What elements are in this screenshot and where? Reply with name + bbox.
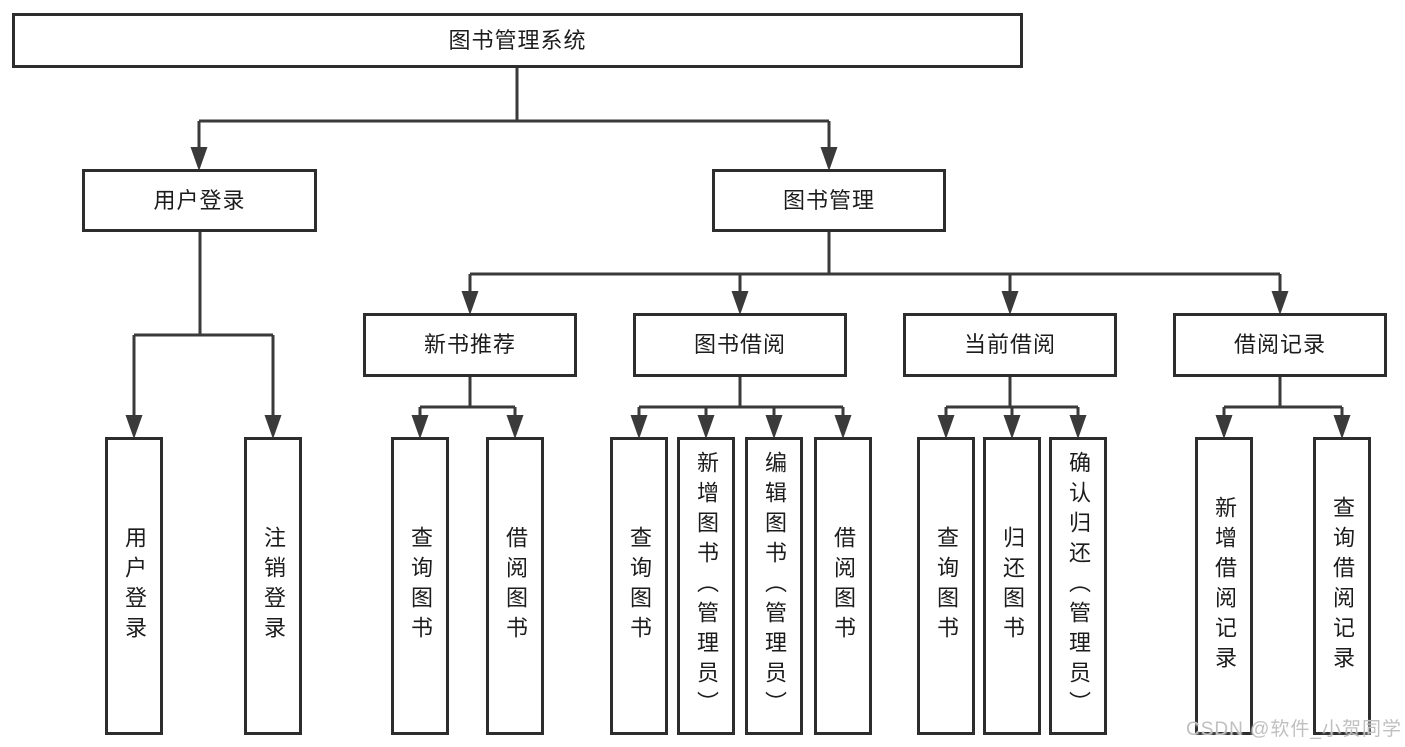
node-label: 借阅记录 — [1233, 332, 1326, 357]
node-user-login: 用户登录 — [82, 169, 317, 232]
node-borrow-records: 借阅记录 — [1173, 313, 1387, 377]
node-label: 用户登录 — [153, 187, 246, 213]
node-label: 借阅图书 — [831, 526, 856, 646]
node-label: 图书管理系统 — [448, 27, 587, 53]
node-bb-query-books: 查询图书 — [610, 437, 668, 735]
node-cb-query-books: 查询图书 — [917, 437, 975, 735]
node-library-management-system: 图书管理系统 — [12, 13, 1023, 68]
node-leaf-logout: 注销登录 — [244, 437, 302, 735]
csdn-watermark: CSDN @软件_小贺同学 — [1186, 719, 1402, 740]
node-label: 图书借阅 — [693, 332, 786, 357]
node-br-query-record: 查询借阅记录 — [1313, 437, 1371, 735]
connector-user-login — [132, 232, 275, 417]
node-book-management: 图书管理 — [712, 169, 946, 232]
node-nbr-borrow-books: 借阅图书 — [486, 437, 544, 735]
connector-book-borrowing — [637, 377, 845, 417]
node-label: 确认归还（管理员） — [1066, 451, 1091, 721]
connector-root — [197, 68, 831, 149]
node-label: 图书管理 — [782, 187, 875, 213]
node-label: 当前借阅 — [963, 332, 1056, 357]
node-current-borrowing: 当前借阅 — [903, 313, 1117, 377]
node-label: 编辑图书（管理员） — [762, 451, 787, 721]
node-br-add-record: 新增借阅记录 — [1195, 437, 1253, 735]
connector-borrow-records — [1222, 377, 1344, 417]
node-label: 查询借阅记录 — [1330, 496, 1355, 676]
node-book-borrowing: 图书借阅 — [633, 313, 847, 377]
node-bb-borrow-books: 借阅图书 — [814, 437, 872, 735]
node-label: 新增借阅记录 — [1212, 496, 1237, 676]
node-label: 注销登录 — [261, 526, 286, 646]
node-label: 查询图书 — [627, 526, 652, 646]
node-bb-edit-books-admin: 编辑图书（管理员） — [745, 437, 803, 735]
node-cb-confirm-return-admin: 确认归还（管理员） — [1049, 437, 1107, 735]
arrow-down-icons — [125, 147, 1351, 439]
node-new-book-recommend: 新书推荐 — [363, 313, 577, 377]
node-label: 归还图书 — [1000, 526, 1025, 646]
node-leaf-user-login: 用户登录 — [105, 437, 163, 735]
connector-new-book-recommend — [418, 377, 517, 417]
node-bb-add-books-admin: 新增图书（管理员） — [677, 437, 735, 735]
connector-current-borrowing — [944, 377, 1080, 417]
node-label: 新增图书（管理员） — [694, 451, 719, 721]
node-label: 查询图书 — [408, 526, 433, 646]
node-label: 用户登录 — [122, 526, 147, 646]
node-cb-return-books: 归还图书 — [983, 437, 1041, 735]
node-label: 查询图书 — [934, 526, 959, 646]
node-label: 借阅图书 — [503, 526, 528, 646]
connector-book-management — [468, 232, 1282, 293]
node-nbr-query-books: 查询图书 — [391, 437, 449, 735]
node-label: 新书推荐 — [423, 332, 516, 357]
